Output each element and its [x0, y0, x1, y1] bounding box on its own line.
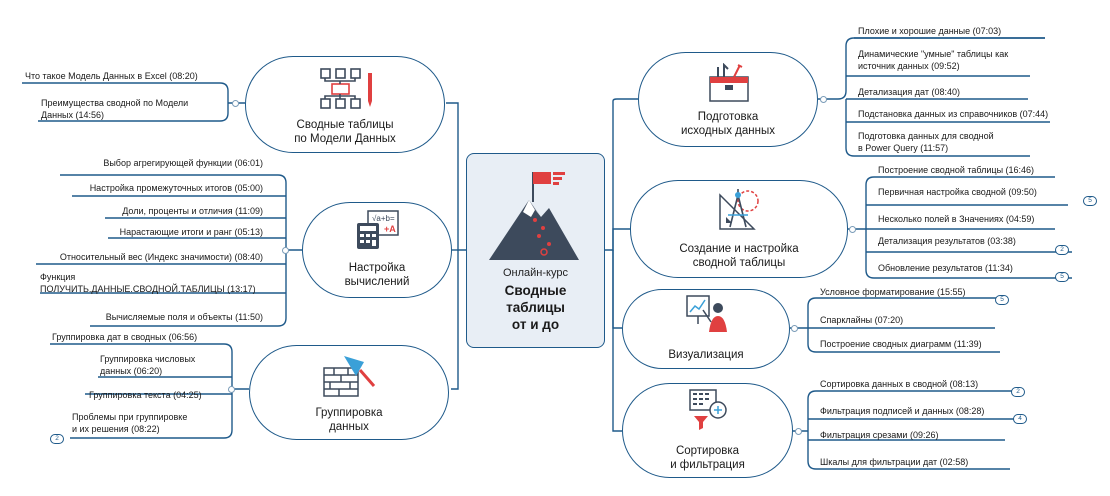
- list-item[interactable]: Проблемы при группировке и их решения (0…: [72, 412, 188, 434]
- list-item[interactable]: Фильтрация подписей и данных (08:28): [820, 406, 985, 416]
- list-item[interactable]: Группировка дат в сводных (06:56): [52, 332, 198, 342]
- topic-title: Группировка данных: [315, 407, 383, 433]
- list-item[interactable]: Плохие и хорошие данные (07:03): [858, 26, 1002, 36]
- count-badge[interactable]: 2: [50, 434, 64, 444]
- toolbox-icon: [709, 63, 749, 102]
- topic-visualization[interactable]: Визуализация: [622, 289, 790, 369]
- collapse-toggle[interactable]: [791, 325, 798, 332]
- list-item[interactable]: Первичная настройка сводной (09:50): [878, 187, 1037, 197]
- list-item[interactable]: Выбор агрегирующей функции (06:01): [103, 158, 263, 168]
- calculator-icon: √a+b= +A: [357, 210, 399, 249]
- course-title: Сводные таблицы от и до: [504, 283, 567, 332]
- drafting-tools-icon: [719, 189, 759, 230]
- topic-title: Сводные таблицы по Модели Данных: [294, 119, 396, 145]
- presenter-chart-icon: [686, 295, 727, 332]
- collapse-toggle[interactable]: [795, 428, 802, 435]
- topic-title: Подготовка исходных данных: [680, 111, 776, 137]
- count-badge[interactable]: 4: [1013, 414, 1027, 424]
- topic-data-model-pivots[interactable]: Сводные таблицы по Модели Данных: [245, 56, 445, 153]
- topic-create-pivot[interactable]: Создание и настройка сводной таблицы: [630, 180, 848, 278]
- topic-title: Визуализация: [668, 349, 744, 361]
- list-item[interactable]: Построение сводной таблицы (16:46): [878, 165, 1035, 175]
- list-item[interactable]: Построение сводных диаграмм (11:39): [820, 339, 982, 349]
- list-item[interactable]: Группировка числовых данных (06:20): [100, 354, 196, 376]
- list-item[interactable]: Функция ПОЛУЧИТЬ.ДАННЫЕ.СВОДНОЙ.ТАБЛИЦЫ …: [40, 272, 256, 294]
- collapse-toggle[interactable]: [849, 226, 856, 233]
- list-item[interactable]: Подстановка данных из справочников (07:4…: [858, 109, 1049, 119]
- topic-data-prep[interactable]: Подготовка исходных данных: [638, 52, 818, 147]
- list-item[interactable]: Условное форматирование (15:55): [820, 287, 966, 297]
- brick-wall-trowel-icon: [323, 356, 376, 397]
- list-item[interactable]: Относительный вес (Индекс значимости) (0…: [59, 252, 263, 262]
- list-item[interactable]: Настройка промежуточных итогов (05:00): [89, 183, 263, 193]
- list-item[interactable]: Шкалы для фильтрации дат (02:58): [820, 457, 969, 467]
- list-item[interactable]: Детализация результатов (03:38): [878, 236, 1016, 246]
- count-badge[interactable]: 5: [995, 295, 1009, 305]
- list-item[interactable]: Что такое Модель Данных в Excel (08:20): [25, 71, 198, 81]
- network-diagram-icon: [320, 68, 372, 109]
- list-item[interactable]: Нарастающие итоги и ранг (05:13): [119, 227, 263, 237]
- collapse-toggle[interactable]: [820, 96, 827, 103]
- topic-calculations[interactable]: √a+b= +A Настройка вычислений: [302, 202, 452, 298]
- collapse-toggle[interactable]: [232, 100, 239, 107]
- list-item[interactable]: Детализация дат (08:40): [858, 87, 960, 97]
- topic-title: Настройка вычислений: [344, 262, 410, 288]
- topic-grouping[interactable]: Группировка данных: [249, 345, 449, 440]
- count-badge[interactable]: 2: [1055, 245, 1069, 255]
- list-item[interactable]: Динамические "умные" таблицы как источни…: [858, 49, 1009, 71]
- collapse-toggle[interactable]: [282, 247, 289, 254]
- topic-title: Сортировка и фильтрация: [670, 445, 745, 471]
- list-item[interactable]: Преимущества сводной по Модели Данных (1…: [41, 98, 189, 120]
- mountain-flag-icon: [489, 172, 579, 260]
- svg-text:√a+b=: √a+b=: [372, 214, 395, 223]
- collapse-toggle[interactable]: [228, 386, 235, 393]
- list-item[interactable]: Спарклайны (07:20): [820, 315, 904, 325]
- count-badge[interactable]: 5: [1083, 196, 1097, 206]
- list-item[interactable]: Сортировка данных в сводной (08:13): [820, 379, 979, 389]
- list-item[interactable]: Обновление результатов (11:34): [878, 263, 1013, 273]
- course-kicker: Онлайн-курс: [503, 267, 568, 279]
- central-topic[interactable]: Онлайн-курс Сводные таблицы от и до: [466, 153, 605, 348]
- list-item[interactable]: Вычисляемые поля и объекты (11:50): [105, 312, 263, 322]
- list-item[interactable]: Доли, проценты и отличия (11:09): [122, 206, 263, 216]
- count-badge[interactable]: 2: [1011, 387, 1025, 397]
- count-badge[interactable]: 5: [1055, 272, 1069, 282]
- filter-sort-icon: [689, 389, 727, 430]
- list-item[interactable]: Фильтрация срезами (09:26): [820, 430, 939, 440]
- list-item[interactable]: Группировка текста (04:25): [89, 390, 202, 400]
- svg-text:+A: +A: [384, 224, 396, 234]
- topic-sort-filter[interactable]: Сортировка и фильтрация: [622, 383, 793, 478]
- list-item[interactable]: Несколько полей в Значениях (04:59): [878, 214, 1035, 224]
- list-item[interactable]: Подготовка данных для сводной в Power Qu…: [858, 131, 994, 153]
- topic-title: Создание и настройка сводной таблицы: [679, 243, 799, 269]
